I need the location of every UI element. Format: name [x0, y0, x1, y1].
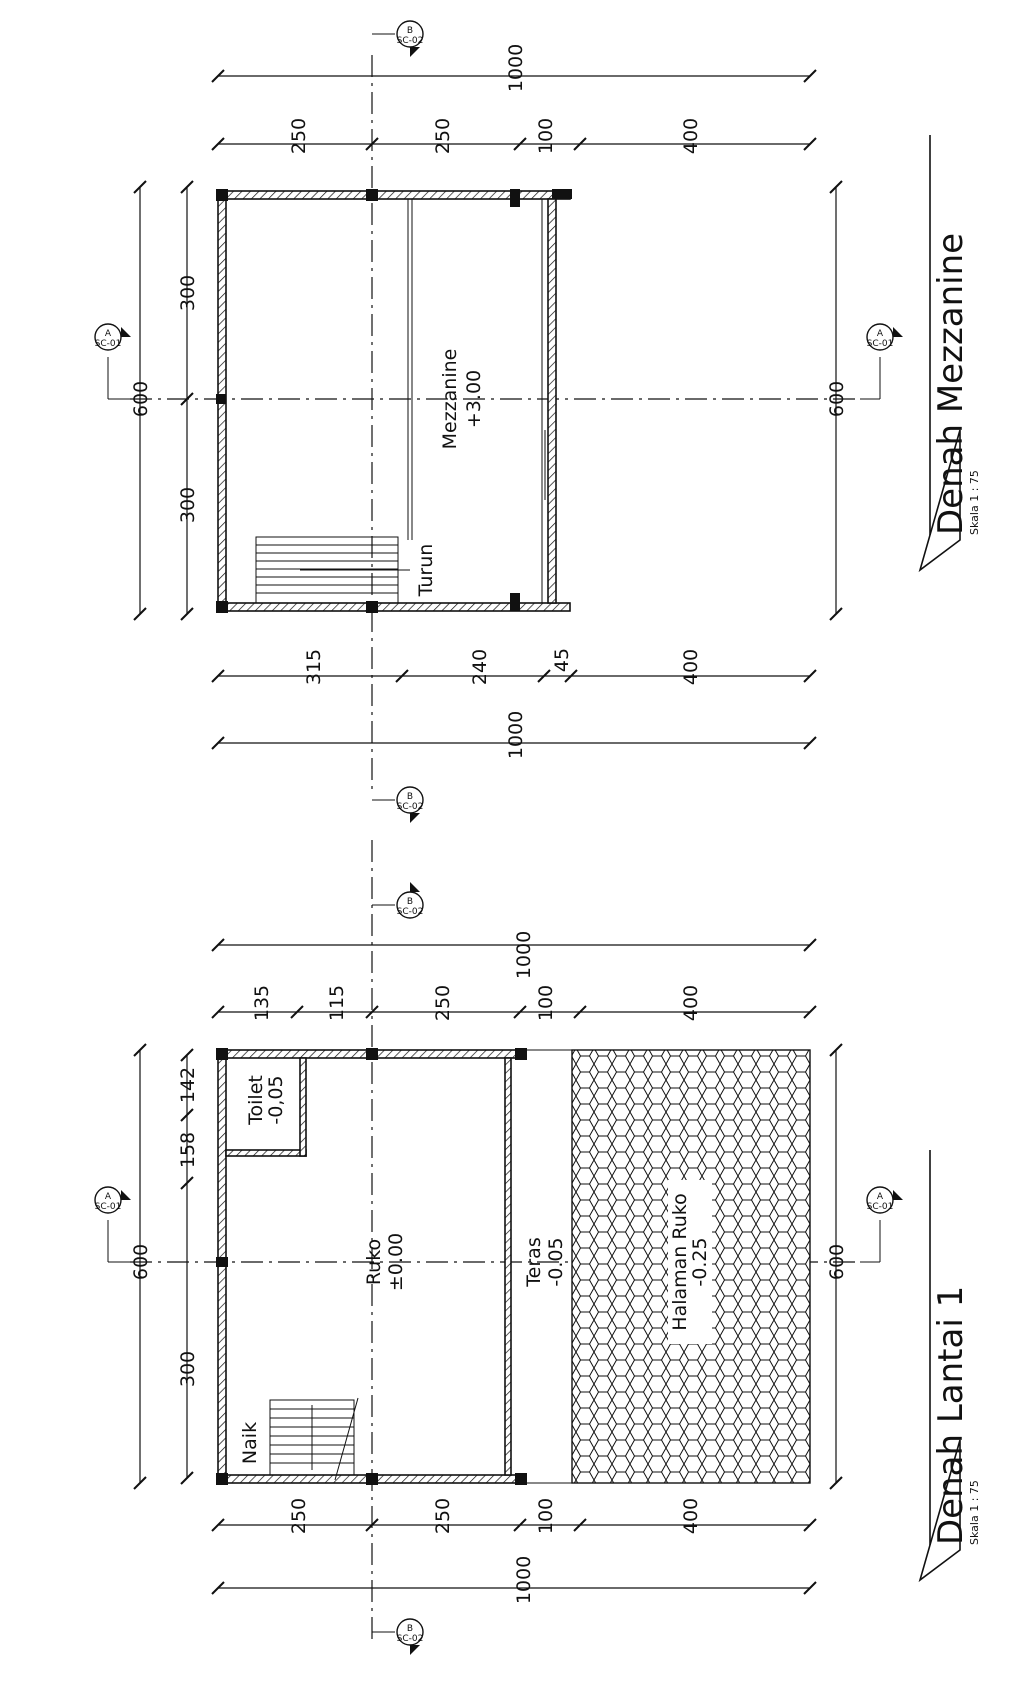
dim-top-3-mezz: 100 [535, 118, 557, 154]
dim-bottom-total-mezz: 1000 [211, 711, 817, 759]
room-ruko-level: ±0.00 [385, 1233, 407, 1291]
dim-top-total-label: 1000 [513, 931, 535, 979]
section-marker-a-left: A SC-01 [94, 1186, 131, 1263]
dim-left-parts: 300 158 142 [177, 1048, 199, 1485]
title-block-lantai-1: Denah Lantai 1 Skala 1 : 75 [918, 1150, 981, 1583]
section-b-sheet-mezz: SC-02 [397, 36, 424, 46]
room-mezzanine-level: +3.00 [463, 370, 485, 428]
dim-bottom-3: 100 [535, 1498, 557, 1534]
dim-left-2-mezz: 300 [177, 487, 199, 523]
dim-top-2-mezz: 250 [432, 118, 454, 154]
section-b-letter-bottom: B [407, 1624, 413, 1634]
stair-label-turun: Turun [415, 544, 437, 598]
dim-right-total-label-mezz: 600 [826, 381, 848, 417]
dim-top-4: 100 [535, 985, 557, 1021]
section-b-letter: B [407, 897, 413, 907]
dim-left-total-mezz: 600 [130, 180, 152, 621]
dim-bottom-2: 250 [432, 1498, 454, 1534]
dim-top-3: 250 [432, 985, 454, 1021]
dim-right-total: 600 [826, 1043, 848, 1490]
dim-left-parts-mezz: 300 300 [177, 180, 199, 621]
room-ruko-name: Ruko [363, 1239, 385, 1285]
stair-naik: Naik [239, 1397, 359, 1481]
room-halaman-level: -0.25 [689, 1237, 711, 1286]
dim-top-total-label-mezz: 1000 [505, 44, 527, 92]
section-a-letter-right-mezz: A [877, 329, 884, 339]
section-marker-b-bottom: B SC-02 [372, 1618, 424, 1655]
dim-bottom-4-mezz: 400 [680, 649, 702, 685]
dim-top-total-mezz: 1000 [211, 44, 817, 92]
room-teras-name: Teras [523, 1237, 545, 1287]
dim-bottom-total: 1000 [211, 1556, 817, 1604]
plan-title-mezzanine: Denah Mezzanine [931, 233, 971, 535]
section-marker-b-top-mezz: B SC-02 [372, 20, 424, 57]
plan-scale-lantai-1: Skala 1 : 75 [968, 1480, 981, 1545]
dim-left-1: 300 [177, 1351, 199, 1387]
dim-right-total-mezz: 600 [826, 180, 848, 621]
plan-lantai-1: 1000 135 115 250 100 400 250 250 [94, 840, 981, 1655]
walls-lantai-1 [216, 1048, 572, 1485]
dim-top-parts-mezz: 250 250 100 400 [211, 118, 817, 154]
section-b-letter-mezz: B [407, 26, 413, 36]
section-b-sheet-bottom: SC-02 [397, 1634, 424, 1644]
dim-left-total: 600 [130, 1043, 152, 1490]
section-a-letter: A [105, 1192, 112, 1202]
dim-left-total-label-mezz: 600 [130, 381, 152, 417]
dim-bottom-3-mezz: 45 [551, 648, 573, 672]
plan-title-lantai-1: Denah Lantai 1 [931, 1286, 971, 1545]
dim-left-3: 142 [177, 1067, 199, 1103]
walls-mezzanine [216, 189, 572, 613]
plan-scale-mezzanine: Skala 1 : 75 [968, 470, 981, 535]
section-a-letter-mezz: A [105, 329, 112, 339]
dim-bottom-4: 400 [680, 1498, 702, 1534]
dim-top-5: 400 [680, 985, 702, 1021]
dim-bottom-1-mezz: 315 [303, 649, 325, 685]
plan-mezzanine: 1000 250 250 100 400 315 240 45 400 [94, 20, 981, 823]
section-a-sheet-right-mezz: SC-01 [867, 339, 894, 349]
stair-label-naik: Naik [239, 1422, 261, 1464]
section-a-letter-right: A [877, 1192, 884, 1202]
section-marker-a-right-mezz: A SC-01 [860, 323, 903, 400]
section-a-sheet-mezz: SC-01 [95, 339, 122, 349]
dim-left-2: 158 [177, 1132, 199, 1168]
room-mezzanine-name: Mezzanine [439, 349, 461, 450]
dim-right-total-label: 600 [826, 1244, 848, 1280]
dim-bottom-parts-mezz: 315 240 45 400 [211, 648, 817, 685]
section-marker-a-left-mezz: A SC-01 [94, 323, 131, 400]
section-a-sheet-right: SC-01 [867, 1202, 894, 1212]
section-marker-a-right: A SC-01 [860, 1186, 903, 1263]
room-teras-level: -0.05 [545, 1237, 567, 1286]
dim-top-2: 115 [326, 985, 348, 1021]
section-marker-b-bottom-mezz: B SC-02 [372, 786, 424, 823]
dim-bottom-2-mezz: 240 [469, 649, 491, 685]
dim-bottom-parts: 250 250 100 400 [211, 1498, 817, 1534]
dim-top-total: 1000 [211, 931, 817, 979]
section-marker-b-top: B SC-02 [372, 882, 424, 919]
dim-bottom-total-label: 1000 [513, 1556, 535, 1604]
section-b-letter-bottom-mezz: B [407, 792, 413, 802]
dim-top-parts: 135 115 250 100 400 [211, 985, 817, 1021]
dim-top-1: 135 [251, 985, 273, 1021]
title-block-mezzanine: Denah Mezzanine Skala 1 : 75 [918, 135, 981, 573]
dim-bottom-total-label-mezz: 1000 [505, 711, 527, 759]
dim-top-1-mezz: 250 [288, 118, 310, 154]
dim-top-4-mezz: 400 [680, 118, 702, 154]
dim-bottom-1: 250 [288, 1498, 310, 1534]
section-b-sheet: SC-02 [397, 907, 424, 917]
room-halaman-name: Halaman Ruko [669, 1193, 691, 1330]
dim-left-1-mezz: 300 [177, 275, 199, 311]
section-b-sheet-bottom-mezz: SC-02 [397, 802, 424, 812]
dim-left-total-label: 600 [130, 1244, 152, 1280]
room-toilet-level: -0,05 [265, 1075, 287, 1124]
stair-turun: Turun [255, 536, 437, 604]
room-toilet-name: Toilet [245, 1075, 267, 1126]
section-a-sheet: SC-01 [95, 1202, 122, 1212]
